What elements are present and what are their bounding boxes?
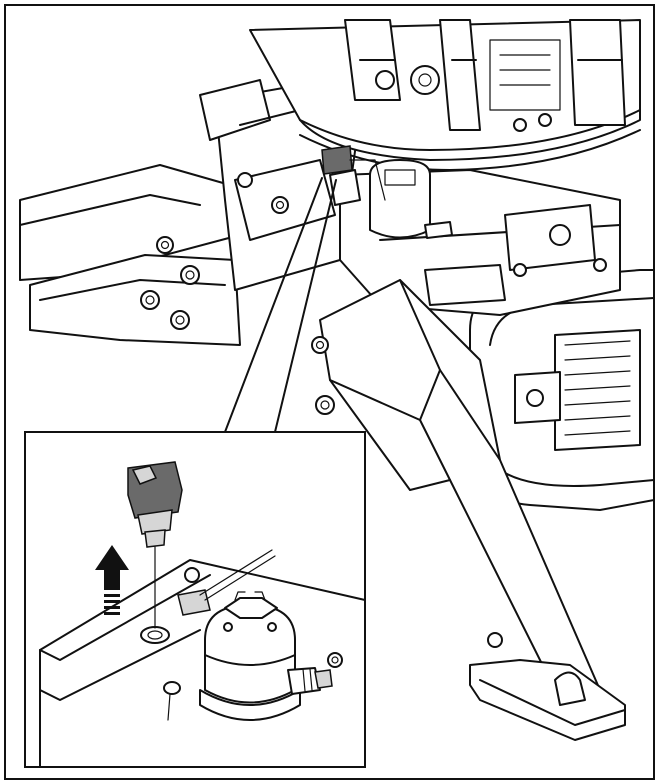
hex-bolt-icon (140, 290, 160, 310)
callout-line-right (274, 179, 337, 433)
hex-bolt-icon (170, 310, 190, 330)
callout-line-left (224, 177, 323, 433)
tank-area (321, 145, 621, 316)
hex-bolt-icon (184, 567, 200, 583)
filter-canister (199, 591, 333, 721)
hex-bolt-icon (163, 681, 181, 695)
hex-bolt-icon (271, 196, 289, 214)
foot-plate (469, 659, 626, 741)
machine-view (19, 19, 655, 741)
hex-bolt-icon (513, 263, 527, 277)
hex-bolt-icon (180, 265, 200, 285)
hex-bolt-icon (315, 395, 335, 415)
removal-arrow-icon (95, 545, 129, 615)
hex-bolt-icon (593, 258, 607, 272)
boom-arm (19, 164, 241, 346)
crawler-track (469, 269, 655, 511)
main-leg (311, 279, 626, 741)
turntable (249, 19, 641, 171)
hex-bolt-icon (487, 632, 503, 648)
hex-bolt-icon (311, 336, 329, 354)
hex-bolt-icon (237, 172, 253, 188)
hex-bolt-icon (327, 652, 343, 668)
detail-inset (24, 431, 366, 768)
filler-port (140, 626, 170, 644)
breather-cap-top (321, 145, 353, 175)
breather-cap-removed (127, 461, 183, 629)
hex-bolt-icon (410, 65, 440, 95)
sensor-block (177, 589, 211, 616)
hex-bolt-icon (156, 236, 174, 254)
tank-block (39, 559, 366, 768)
filter-housing (369, 159, 431, 239)
